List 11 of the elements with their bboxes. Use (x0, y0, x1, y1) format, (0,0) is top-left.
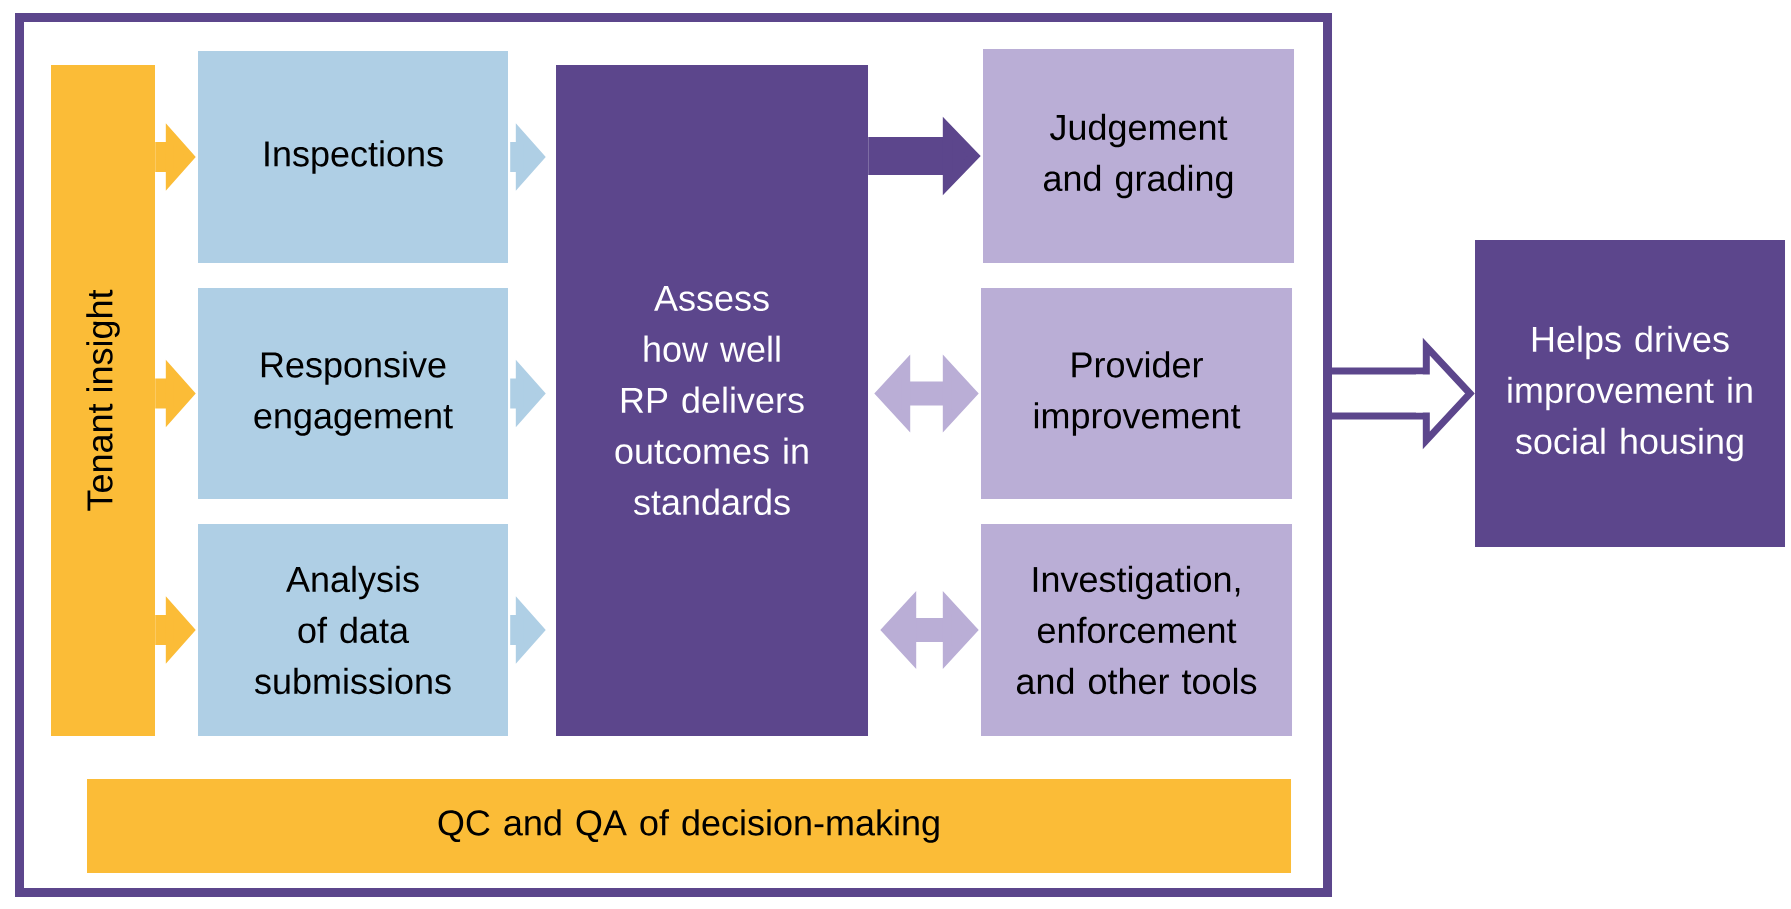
outcome-box: Investigation, enforcement and other tools (981, 524, 1292, 736)
result-box: Helps drives improvement in social housing (1475, 240, 1785, 547)
frame-box (15, 13, 1332, 897)
vertical-bar: Tenant insight (51, 65, 155, 736)
process-box: Analysis of data submissions (198, 524, 508, 736)
process-box: Responsive engagement (198, 288, 508, 499)
process-box: Inspections (198, 51, 508, 263)
bottom-bar: QC and QA of decision-making (87, 779, 1291, 873)
outcome-box: Judgement and grading (983, 49, 1294, 263)
assessment-box: Assess how well RP delivers outcomes in standards (556, 65, 868, 736)
outcome-box: Provider improvement (981, 288, 1292, 499)
